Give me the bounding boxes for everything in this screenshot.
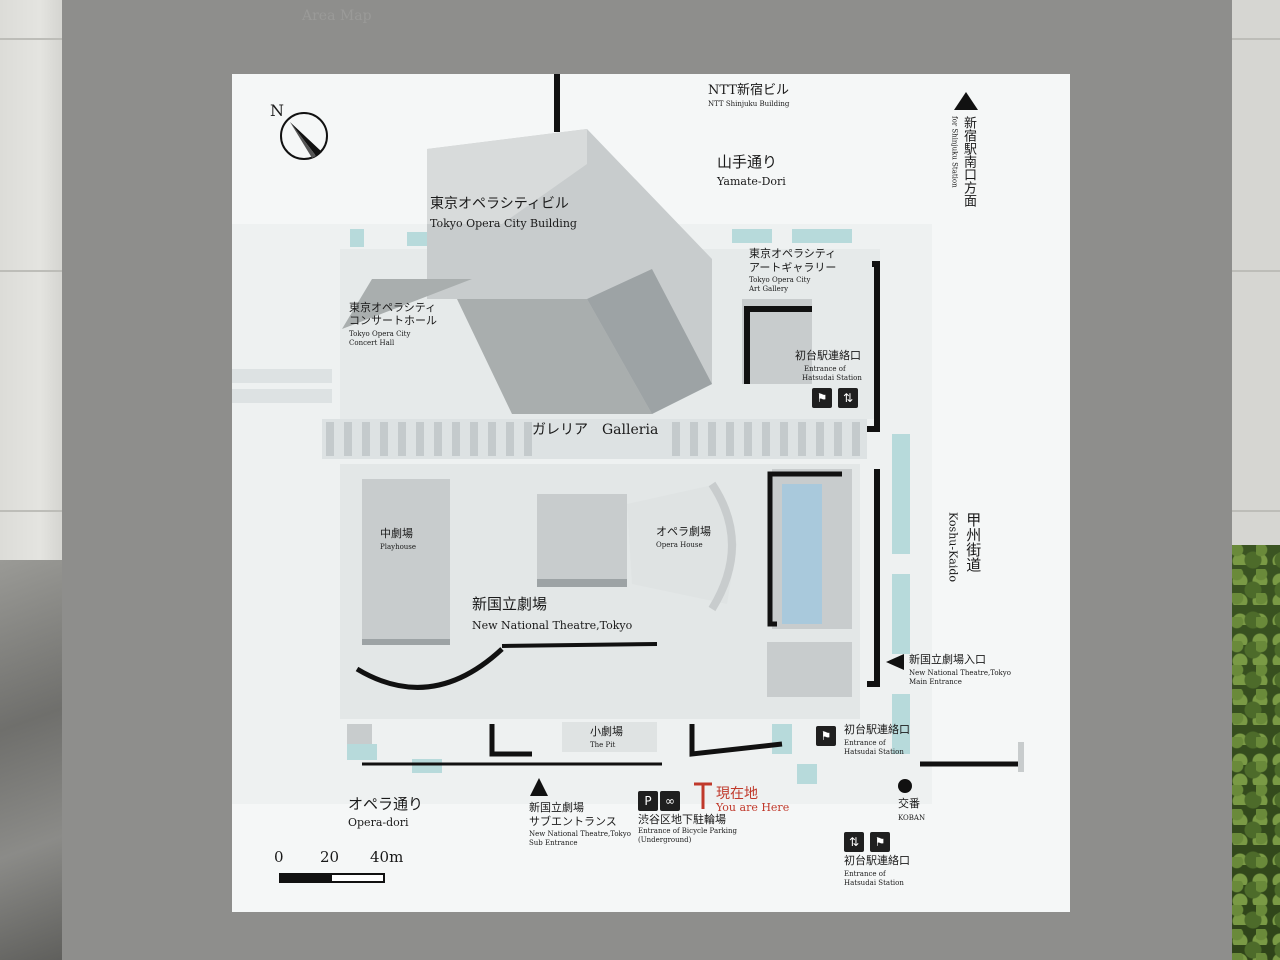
opera-dori-en: Opera-dori — [348, 816, 409, 829]
main-entrance-en1: New National Theatre,Tokyo — [909, 669, 1011, 677]
hatsudai3-en2: Hatsudai Station — [844, 879, 904, 887]
concert-en1: Tokyo Opera City — [349, 330, 411, 338]
bicycle-icon: ∞ — [660, 791, 680, 811]
bike-parking-en2: (Underground) — [638, 836, 692, 844]
concert-jp2: コンサートホール — [349, 314, 437, 327]
elevator-icon: ⇅ — [844, 832, 864, 852]
elevator-icon: ⇅ — [838, 388, 858, 408]
nnt-jp: 新国立劇場 — [472, 595, 548, 613]
nnt-en: New National Theatre,Tokyo — [472, 619, 633, 632]
gallery-jp1: 東京オペラシティ — [749, 247, 837, 260]
gallery-jp2: アートギャラリー — [749, 261, 837, 274]
concert-en2: Concert Hall — [349, 339, 395, 347]
hatsudai2-en1: Entrance of — [844, 739, 886, 747]
opera-city-en: Tokyo Opera City Building — [430, 217, 577, 230]
hatsudai1-en1: Entrance of — [804, 365, 846, 373]
you-are-here-jp: 現在地 — [716, 786, 758, 802]
bike-parking-jp: 渋谷区地下駐輪場 — [638, 813, 726, 826]
pit-jp: 小劇場 — [590, 725, 623, 738]
yamate-jp: 山手通り — [717, 153, 778, 171]
main-entrance-jp: 新国立劇場入口 — [909, 653, 986, 666]
hatsudai2-jp: 初台駅連絡口 — [844, 723, 910, 736]
koshu-jp: 甲州街道 — [964, 512, 983, 572]
opera-dori-jp: オペラ通り — [348, 795, 424, 813]
map-drawing — [232, 74, 1070, 912]
parking-icon: P — [638, 791, 658, 811]
koban-en: KOBAN — [898, 814, 926, 822]
train-icon: ⚑ — [816, 726, 836, 746]
compass-north-label: N — [270, 101, 284, 120]
scale-tick-40m: 40m — [370, 848, 404, 866]
hatsudai3-jp: 初台駅連絡口 — [844, 854, 910, 867]
sub-entrance-jp1: 新国立劇場 — [529, 801, 584, 814]
operahouse-jp: オペラ劇場 — [656, 525, 711, 538]
gallery-en2: Art Gallery — [749, 285, 789, 293]
shrubbery — [1232, 545, 1280, 960]
playhouse-jp: 中劇場 — [380, 527, 413, 540]
hatsudai3-en1: Entrance of — [844, 870, 886, 878]
opera-city-jp: 東京オペラシティビル — [430, 196, 569, 212]
playhouse-en: Playhouse — [380, 543, 417, 551]
hatsudai1-jp: 初台駅連絡口 — [795, 349, 861, 362]
train-icon: ⚑ — [870, 832, 890, 852]
operahouse-en: Opera House — [656, 541, 703, 549]
train-icon: ⚑ — [812, 388, 832, 408]
shinjuku-jp: 新宿駅南口方面 — [960, 116, 976, 207]
koban-jp: 交番 — [898, 797, 920, 810]
shinjuku-en: for Shinjuku Station — [950, 116, 959, 188]
scale-tick-0: 0 — [274, 848, 284, 866]
map-board: N 0 20 40m NTT新宿ビル NTT Shinjuku Building… — [232, 74, 1070, 912]
main-entrance-en2: Main Entrance — [909, 678, 962, 686]
bike-parking-en1: Entrance of Bicycle Parking — [638, 827, 737, 835]
koshu-en: Koshu-Kaido — [946, 512, 960, 583]
pit-en: The Pit — [590, 741, 616, 749]
hatsudai1-en2: Hatsudai Station — [802, 374, 862, 382]
sub-entrance-en2: Sub Entrance — [529, 839, 578, 847]
hatsudai2-en2: Hatsudai Station — [844, 748, 904, 756]
sub-entrance-jp2: サブエントランス — [529, 815, 617, 828]
faint-header: Area Map — [302, 8, 372, 24]
ntt-en: NTT Shinjuku Building — [708, 100, 790, 108]
concert-jp1: 東京オペラシティ — [349, 301, 437, 314]
gallery-en1: Tokyo Opera City — [749, 276, 811, 284]
scale-tick-20: 20 — [320, 848, 340, 866]
galleria-label: ガレリア Galleria — [532, 422, 659, 438]
you-are-here-en: You are Here — [716, 801, 790, 814]
sub-entrance-en1: New National Theatre,Tokyo — [529, 830, 631, 838]
ntt-jp: NTT新宿ビル — [708, 83, 789, 98]
yamate-en: Yamate-Dori — [717, 175, 786, 188]
